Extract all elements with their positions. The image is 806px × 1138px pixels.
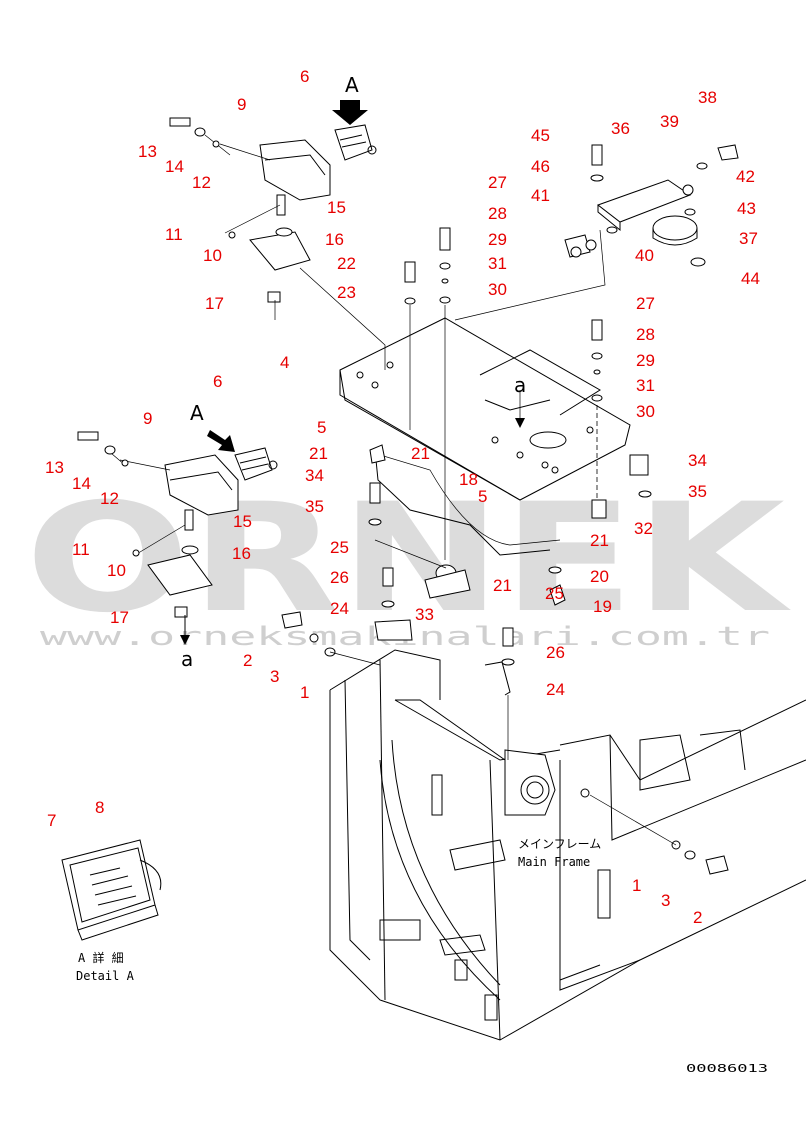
callout: 35 xyxy=(305,497,324,516)
callout: 27 xyxy=(636,294,655,313)
callout: 29 xyxy=(636,351,655,370)
callout: 10 xyxy=(203,246,222,265)
callout: 23 xyxy=(337,283,356,302)
main-frame xyxy=(329,649,806,1041)
callout: 14 xyxy=(165,157,184,176)
callout: 22 xyxy=(337,254,356,273)
callout: 1 xyxy=(632,876,641,895)
callout: 34 xyxy=(688,451,707,470)
callout: 29 xyxy=(488,230,507,249)
callout: 43 xyxy=(737,199,756,218)
callouts: 6 9 13 14 12 15 11 16 10 17 22 23 27 28 … xyxy=(45,67,760,927)
callout: 16 xyxy=(325,230,344,249)
callout: 1 xyxy=(300,683,309,702)
upper-lamp-assembly xyxy=(169,100,386,370)
view-marker-a-upper: A xyxy=(345,73,359,97)
main-frame-en: Main Frame xyxy=(518,855,590,869)
callout: 41 xyxy=(531,186,550,205)
callout: 15 xyxy=(327,198,346,217)
callout: 5 xyxy=(478,487,487,506)
callout: 40 xyxy=(635,246,654,265)
callout: 21 xyxy=(309,444,328,463)
callout: 2 xyxy=(243,651,252,670)
view-marker-a-lower: A xyxy=(190,401,204,425)
callout: 2 xyxy=(693,908,702,927)
callout: 11 xyxy=(165,225,183,244)
callout: 30 xyxy=(488,280,507,299)
callout: 31 xyxy=(636,376,655,395)
callout: 6 xyxy=(300,67,309,86)
view-marker-small-a-upper: a xyxy=(514,373,526,397)
callout: 12 xyxy=(192,173,211,192)
callout: 3 xyxy=(270,667,279,686)
view-marker-small-a-lower: a xyxy=(181,647,193,671)
callout: 27 xyxy=(488,173,507,192)
callout: 31 xyxy=(488,254,507,273)
callout: 26 xyxy=(546,643,565,662)
callout: 11 xyxy=(72,540,90,559)
watermark-brand: ORNEK xyxy=(25,472,791,646)
center-fasteners xyxy=(281,227,729,875)
callout: 34 xyxy=(305,466,324,485)
callout: 12 xyxy=(100,489,119,508)
callout: 42 xyxy=(736,167,755,186)
callout: 4 xyxy=(280,353,289,372)
upper-right-assembly xyxy=(454,144,739,321)
callout: 46 xyxy=(531,157,550,176)
callout: 28 xyxy=(636,325,655,344)
callout: 33 xyxy=(415,605,434,624)
callout: 16 xyxy=(232,544,251,563)
callout: 9 xyxy=(237,95,246,114)
callout: 35 xyxy=(688,482,707,501)
callout: 6 xyxy=(213,372,222,391)
callout: 44 xyxy=(741,269,760,288)
detail-a-inset xyxy=(61,839,162,941)
callout: 15 xyxy=(233,512,252,531)
callout: 21 xyxy=(411,444,430,463)
callout: 9 xyxy=(143,409,152,428)
callout: 32 xyxy=(634,519,653,538)
callout: 13 xyxy=(45,458,64,477)
callout: 14 xyxy=(72,474,91,493)
callout: 25 xyxy=(330,538,349,557)
callout: 45 xyxy=(531,126,550,145)
callout: 7 xyxy=(47,811,56,830)
drawing-code: 00086013 xyxy=(686,1062,768,1075)
callout: 28 xyxy=(488,204,507,223)
lower-lamp-assembly xyxy=(77,430,278,645)
callout: 38 xyxy=(698,88,717,107)
callout: 3 xyxy=(661,891,670,910)
callout: 30 xyxy=(636,402,655,421)
detail-a-jp: A 詳 細 xyxy=(78,950,124,965)
callout: 18 xyxy=(459,470,478,489)
callout: 17 xyxy=(205,294,224,313)
callout: 39 xyxy=(660,112,679,131)
callout: 21 xyxy=(493,576,512,595)
callout: 5 xyxy=(317,418,326,437)
callout: 36 xyxy=(611,119,630,138)
callout: 37 xyxy=(739,229,758,248)
callout: 24 xyxy=(546,680,565,699)
callout: 21 xyxy=(590,531,609,550)
callout: 17 xyxy=(110,608,129,627)
callout: 24 xyxy=(330,599,349,618)
callout: 8 xyxy=(95,798,104,817)
callout: 19 xyxy=(593,597,612,616)
main-frame-jp: メインフレーム xyxy=(518,837,601,851)
callout: 26 xyxy=(330,568,349,587)
callout: 13 xyxy=(138,142,157,161)
callout: 20 xyxy=(590,567,609,586)
detail-a-en: Detail A xyxy=(76,969,135,983)
callout: 25 xyxy=(545,584,564,603)
callout: 10 xyxy=(107,561,126,580)
